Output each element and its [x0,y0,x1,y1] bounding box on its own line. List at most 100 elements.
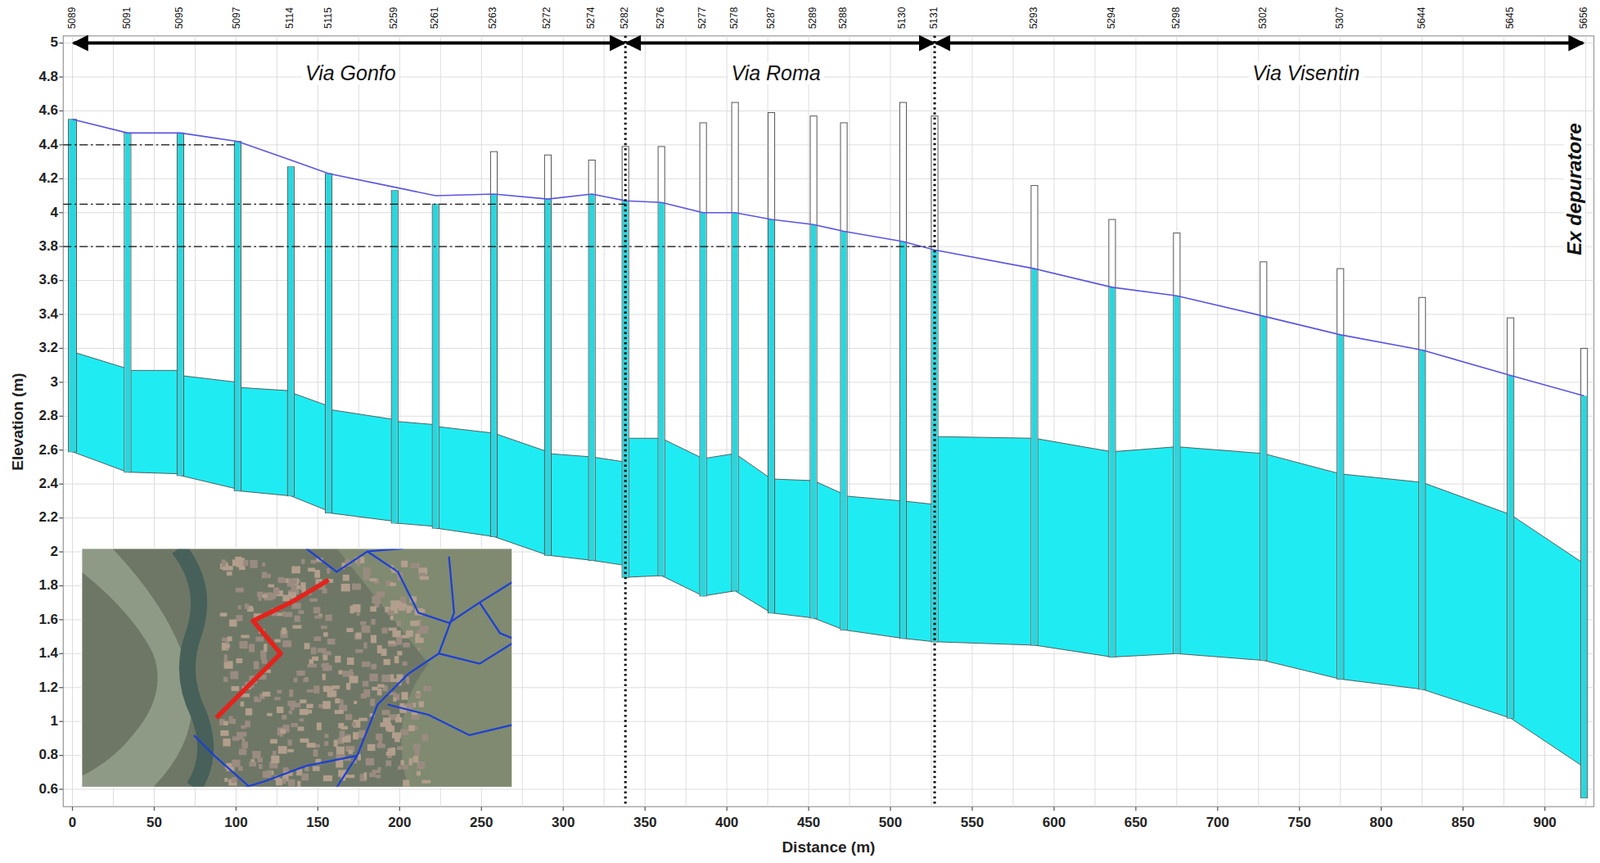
map-building [421,779,431,784]
tick-mark [58,246,64,248]
pipe-segment [72,351,128,473]
map-building [345,713,352,720]
map-building [272,750,276,755]
map-building [266,770,272,778]
map-building [299,708,309,715]
map-building [396,620,402,627]
shaft-outline [68,119,77,452]
shaft-outline [731,102,739,591]
sewer-network-line [336,556,454,788]
street-divider [933,36,937,807]
map-building [363,572,370,581]
manhole-id: 5131 [928,6,940,31]
map-building [419,625,429,633]
tick-mark [58,686,64,688]
map-building [299,698,307,704]
map-building [402,642,411,648]
map-building [220,730,229,736]
map-building [221,559,226,568]
map-building [221,644,230,649]
map-building [224,653,228,663]
map-building [296,670,305,676]
y-tick-label: 5 [50,35,59,51]
shaft-water [234,141,241,492]
y-tick-label: 4 [50,204,59,221]
y-tick-label: 2.6 [38,441,59,458]
shaft-water [900,241,906,639]
tick-mark [644,806,646,811]
map-building [255,636,264,642]
shaft-water [1507,375,1514,718]
pipe-segment [180,375,238,490]
map-building [231,685,240,691]
pipe-segment [843,495,903,639]
pipe-segment [1340,473,1423,690]
manhole-id: 5095 [175,6,186,31]
y-tick-label: 4.8 [38,68,59,85]
map-building [298,609,305,614]
map-building [395,716,402,722]
map-building [297,780,301,788]
map-building [313,685,320,694]
map-building [396,713,401,717]
manhole-id: 5645 [1505,6,1516,31]
map-field [81,548,193,788]
y-tick-label: 2.2 [38,509,59,526]
pipe-segment [237,387,291,496]
map-building [402,779,410,786]
map-building [342,574,350,582]
grid-line [1053,36,1055,807]
shaft-water [1108,287,1115,658]
tick-mark [58,585,64,586]
shaft-water [545,198,551,555]
map-building [419,700,424,707]
map-building [306,689,314,693]
shaft-outline [810,116,817,618]
tick-mark [1135,806,1136,811]
map-building [396,636,402,645]
shaft-water [658,202,665,576]
map-building [396,650,402,655]
grid-line [63,788,1594,790]
map-building [411,714,420,719]
grid-line [603,36,605,807]
map-building [282,778,286,784]
manhole-shaft [287,166,294,496]
map-building [306,742,316,748]
map-building [302,678,309,682]
axis-title: Elevation (m) [9,372,28,470]
tick-mark [58,550,64,552]
shaft-outline [1337,268,1344,679]
tick-mark [58,754,64,756]
shaft-water [1032,268,1038,645]
map-building [322,700,331,709]
shaft-outline [1581,347,1588,798]
manhole-shaft [1337,268,1344,679]
map-building [261,571,267,578]
profile-route [216,579,329,717]
tick-mark [58,211,64,213]
map-building [225,565,233,570]
manhole-id: 5114 [285,7,297,31]
tick-mark [1380,806,1382,811]
map-building [266,712,272,717]
map-building [226,571,233,576]
shaft-outline [1260,261,1267,661]
manhole-shaft [325,173,333,513]
manhole-id: 5274 [586,6,598,31]
map-building [334,698,340,704]
map-building [369,577,378,582]
map-building [223,721,229,726]
map-building [249,559,257,568]
shaft-outline [699,122,707,596]
y-tick-label: 4.6 [38,103,59,119]
shaft-water [68,119,77,452]
map-building [335,759,343,768]
map-ground [81,548,513,788]
map-building [313,635,321,641]
map-building [387,610,395,616]
tick-mark [1053,806,1055,811]
manhole-shaft [234,141,241,492]
map-building [277,689,283,694]
